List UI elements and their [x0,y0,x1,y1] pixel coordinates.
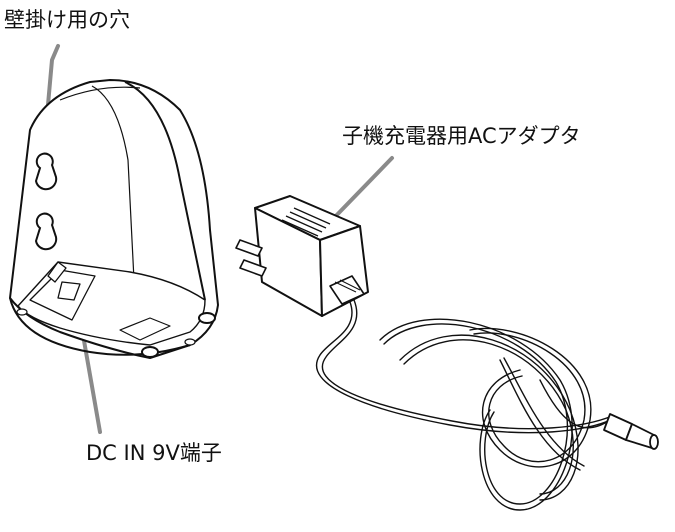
dc-plug [603,413,659,450]
wall-mount-hole-label: 壁掛け用の穴 [4,8,130,32]
keyhole-upper [34,152,58,191]
wall-mount-holes [34,152,58,251]
keyhole-lower [34,212,58,251]
dc-in-jack-label: DC IN 9V端子 [86,441,222,465]
charger-base [9,79,219,359]
leader-adapter [328,156,394,224]
ac-adapter [235,195,369,317]
adapter-cable [316,299,613,511]
ac-adapter-label: 子機充電器用ACアダプタ [342,124,581,148]
